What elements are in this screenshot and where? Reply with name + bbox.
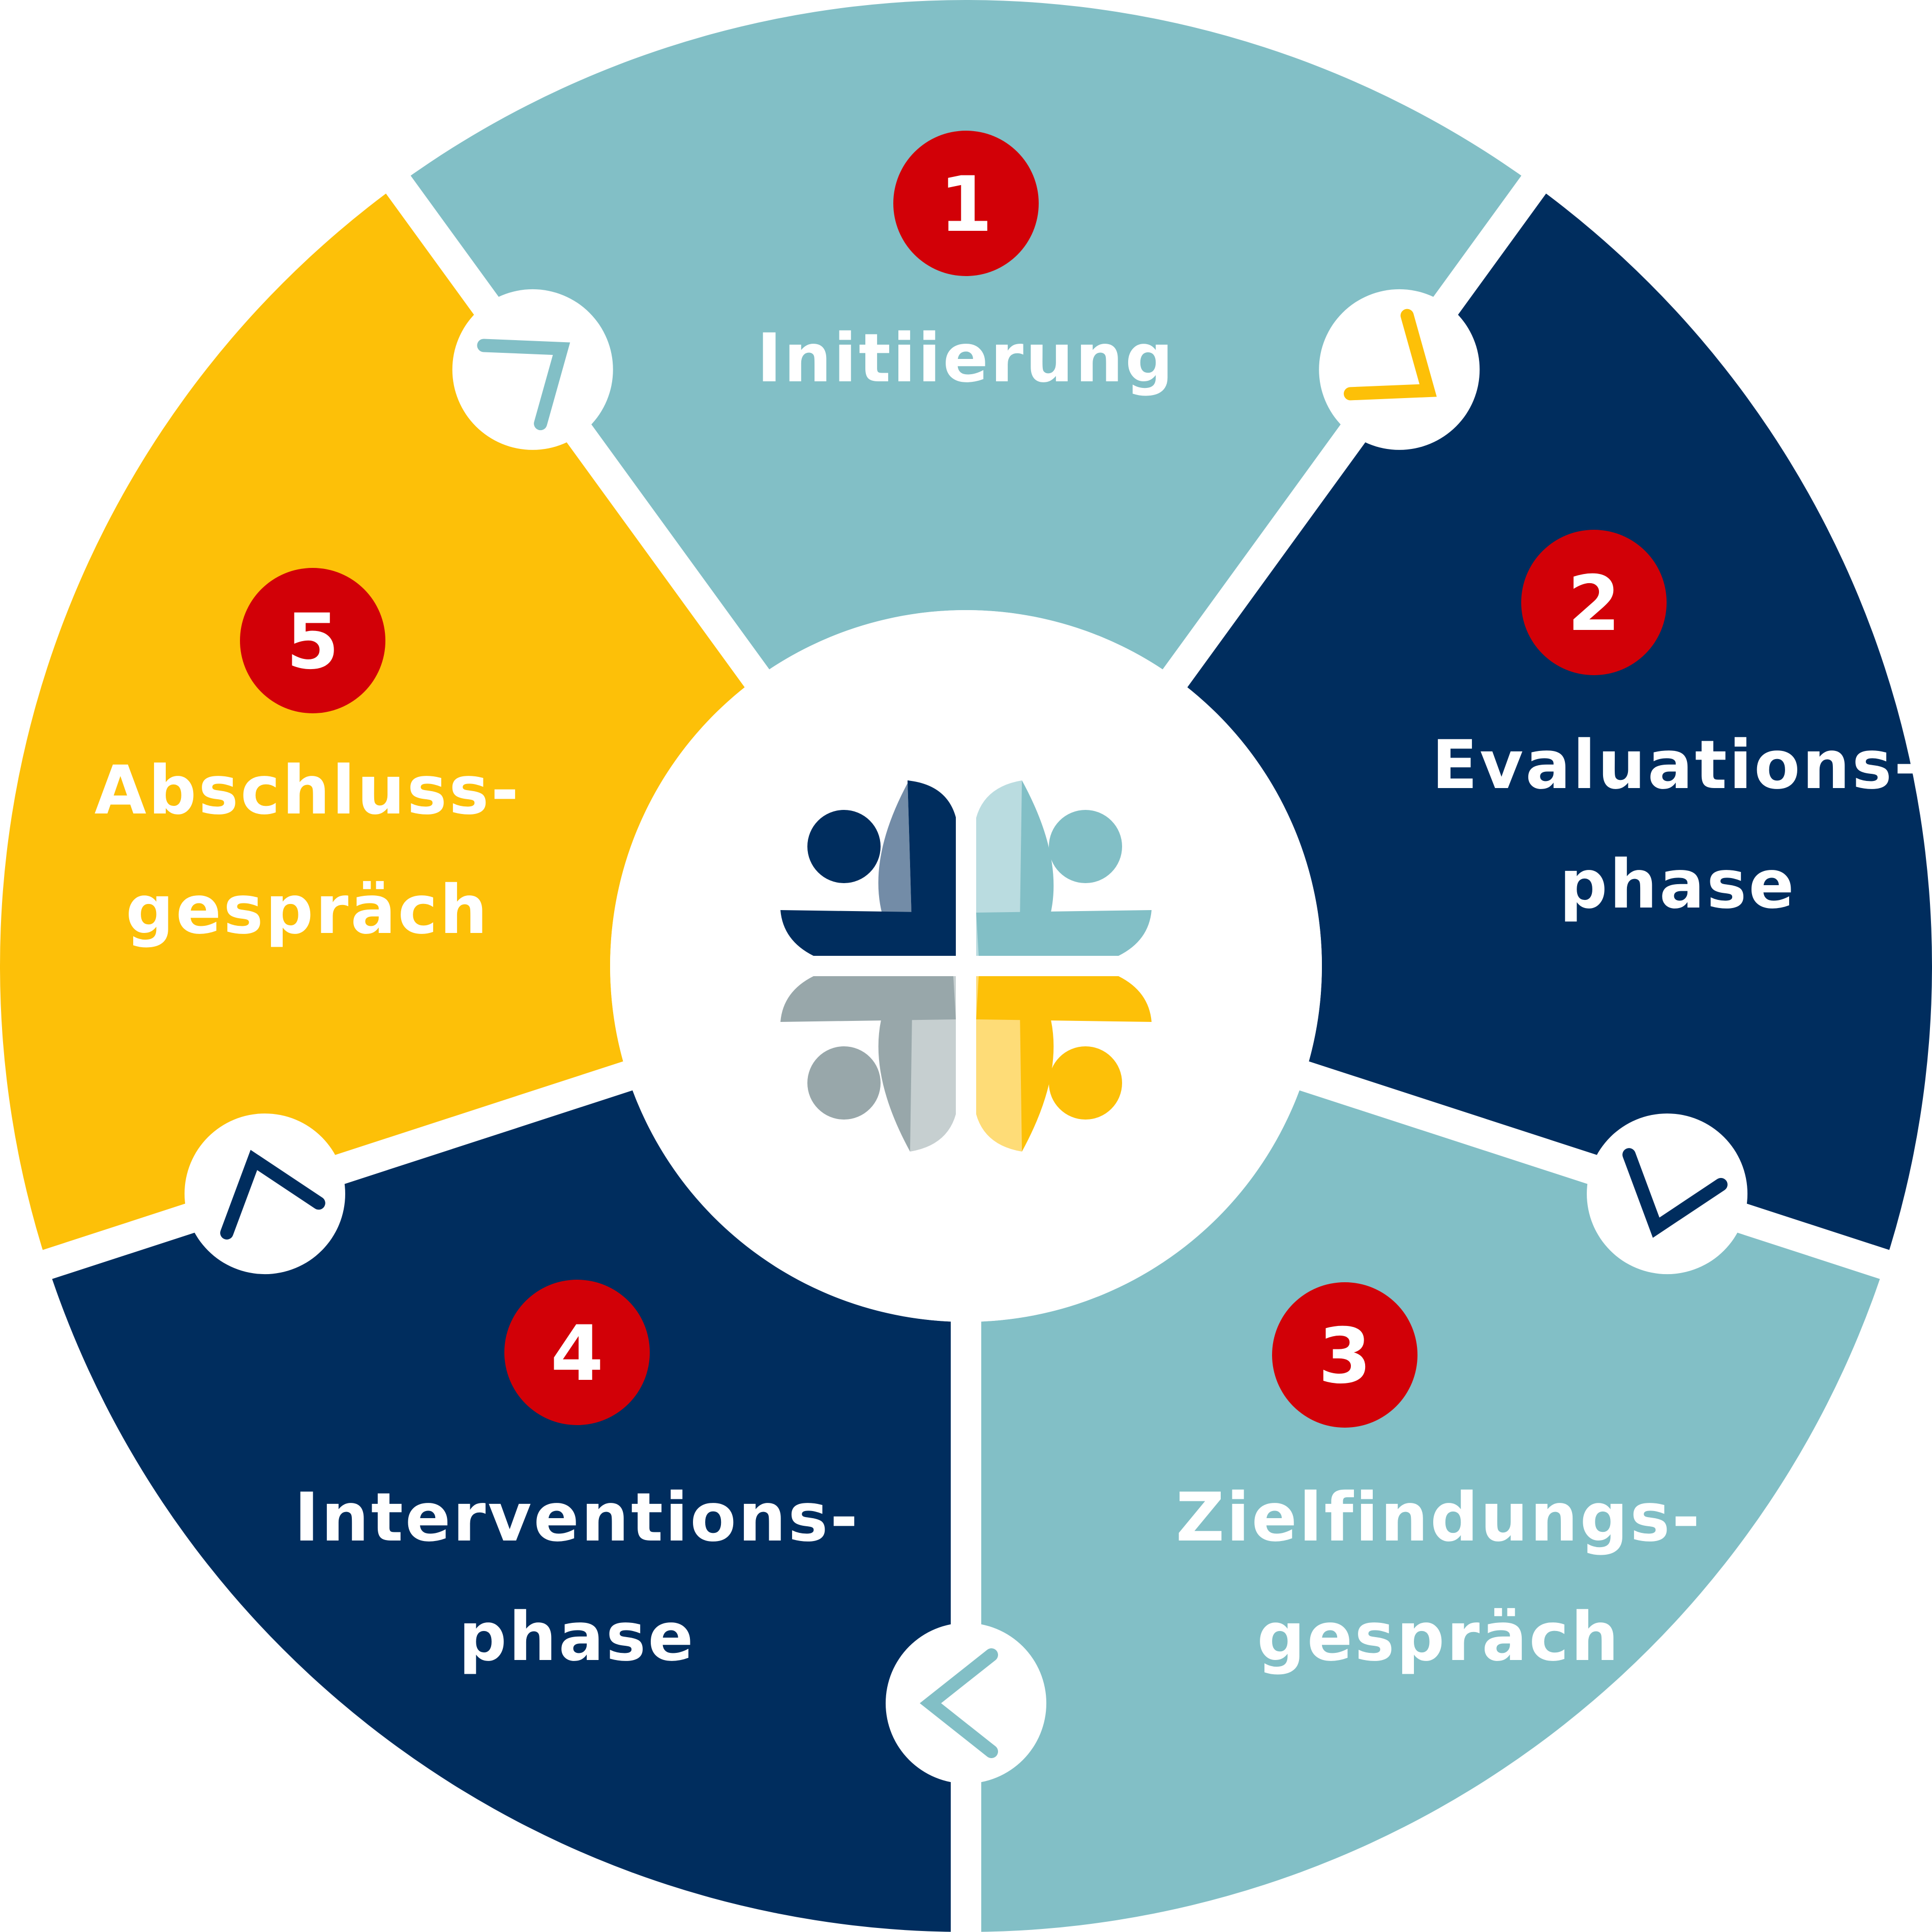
badge-phase-1: 1 xyxy=(893,131,1039,276)
segment-phase-4 xyxy=(47,1076,966,1932)
badges: 1 2 3 4 5 xyxy=(240,131,1667,1428)
badge-number: 2 xyxy=(1567,560,1620,648)
arrow-connector-5-to-1 xyxy=(452,289,613,450)
arrow-connector-3-to-4 xyxy=(886,1623,1046,1784)
phase-label-line: gespräch xyxy=(126,871,489,949)
badge-phase-4: 4 xyxy=(504,1280,650,1425)
four-people-cross-logo-icon xyxy=(773,773,1159,1159)
phase-label-line: Interventions- xyxy=(294,1478,860,1557)
phase-label-line: phase xyxy=(1559,846,1796,924)
chevron-icon xyxy=(1343,309,1437,401)
phase-label-line: Abschluss- xyxy=(95,751,521,830)
connectors xyxy=(184,289,1748,1784)
badge-phase-3: 3 xyxy=(1272,1282,1417,1428)
arrow-connector-4-to-5 xyxy=(184,1113,345,1275)
logo-figure xyxy=(974,780,1152,956)
logo-figure xyxy=(974,976,1152,1152)
logo-figure xyxy=(780,976,958,1152)
chevron-icon xyxy=(1622,1148,1728,1238)
badge-number: 4 xyxy=(551,1310,603,1398)
phase-label-line: Initiierung xyxy=(757,319,1175,398)
chevron-icon xyxy=(220,1150,325,1240)
phase-label-line: Evaluations- xyxy=(1432,726,1924,804)
chevron-icon xyxy=(477,339,570,431)
segment-phase-2 xyxy=(1175,184,1932,1265)
badge-phase-5: 5 xyxy=(240,568,385,713)
badge-number: 3 xyxy=(1318,1312,1371,1401)
phase-label-line: Zielfindungs- xyxy=(1176,1478,1702,1557)
segment-phase-3 xyxy=(966,1076,1885,1932)
phase-label-line: phase xyxy=(459,1598,696,1676)
label-phase-2: Evaluations-phase xyxy=(1432,726,1924,924)
segment-phase-1 xyxy=(398,0,1534,678)
badge-number: 1 xyxy=(940,161,992,249)
badge-number: 5 xyxy=(286,598,339,686)
arrow-connector-2-to-3 xyxy=(1587,1113,1748,1275)
chevron-icon xyxy=(920,1648,998,1758)
phase-label-line: gespräch xyxy=(1257,1598,1620,1676)
labels: InitiierungEvaluations-phaseZielfindungs… xyxy=(95,319,1924,1676)
label-phase-3: Zielfindungs-gespräch xyxy=(1176,1478,1702,1676)
label-phase-1: Initiierung xyxy=(757,319,1175,398)
label-phase-5: Abschluss-gespräch xyxy=(95,751,521,949)
segment-phase-5 xyxy=(0,184,757,1265)
badge-phase-2: 2 xyxy=(1521,530,1667,675)
arrow-connector-1-to-2 xyxy=(1319,289,1480,450)
label-phase-4: Interventions-phase xyxy=(294,1478,860,1676)
logo-figure xyxy=(780,780,958,956)
